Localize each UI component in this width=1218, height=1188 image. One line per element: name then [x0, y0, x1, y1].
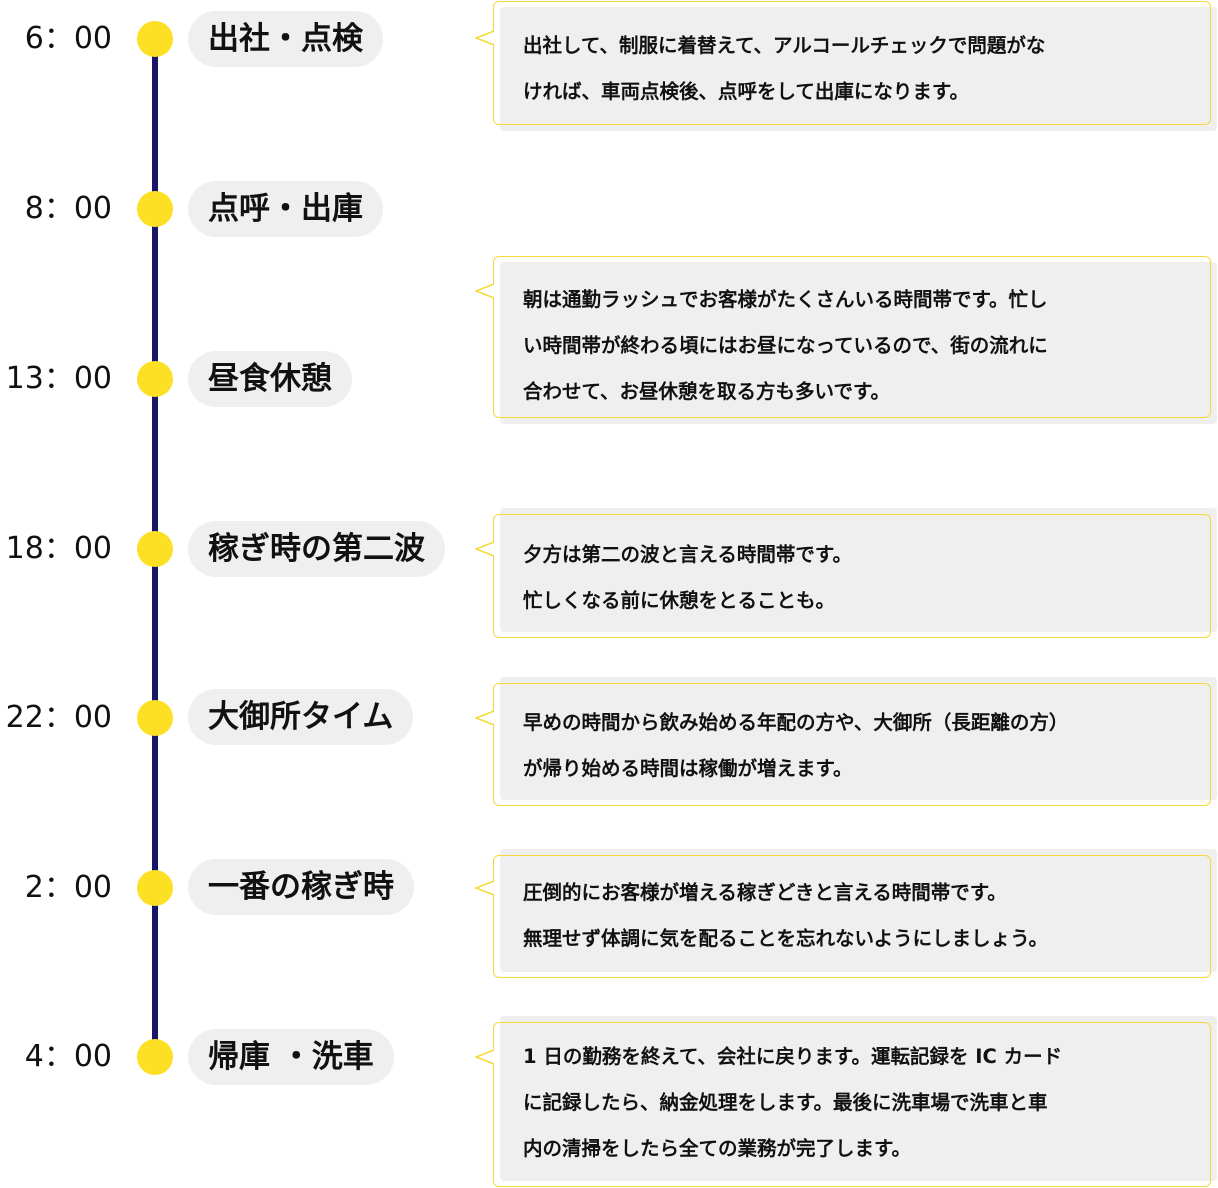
bubble-tail-icon [475, 541, 495, 557]
time-label: 18：00 [5, 531, 112, 566]
description-line: 1 日の勤務を終えて、会社に戻ります。運転記録を IC カード [523, 1045, 1063, 1068]
timeline-dot-icon [137, 191, 173, 227]
bubble-tail-icon [475, 283, 495, 299]
timeline-dot-icon [137, 21, 173, 57]
description-bubble: 圧倒的にお客様が増える稼ぎどきと言える時間帯です。 無理せず体調に気を配ることを… [475, 849, 1217, 978]
description-line: 出社して、制服に着替えて、アルコールチェックで問題がな [523, 34, 1046, 57]
description-line: 夕方は第二の波と言える時間帯です。 [523, 543, 852, 566]
description-text: 朝は通勤ラッシュでお客様がたくさんいる時間帯です。忙し い時間帯が終わる頃にはお… [523, 277, 1203, 415]
step-title-pill: 大御所タイム [188, 689, 414, 745]
bubble-background [500, 677, 1217, 800]
step-title-pill: 帰庫 ・洗車 [188, 1029, 394, 1085]
bubble-tail-icon [475, 1049, 495, 1065]
description-line: ければ、車両点検後、点呼をして出庫になります。 [523, 80, 969, 103]
time-label: 8：00 [24, 191, 112, 226]
description-line: 朝は通勤ラッシュでお客様がたくさんいる時間帯です。忙し [523, 288, 1048, 311]
time-label: 22：00 [5, 700, 112, 735]
step-title-pill: 点呼・出庫 [188, 181, 383, 237]
bubble-border [493, 855, 1211, 978]
time-label: 13：00 [5, 361, 112, 396]
step-title-pill: 昼食休憩 [188, 351, 352, 407]
bubble-tail-icon [475, 30, 495, 46]
timeline-dot-icon [137, 870, 173, 906]
time-label: 2：00 [24, 870, 112, 905]
description-text: 夕方は第二の波と言える時間帯です。 忙しくなる前に休憩をとることも。 [523, 532, 1203, 624]
description-line: が帰り始める時間は稼働が増えます。 [523, 757, 853, 780]
description-line: 内の清掃をしたら全ての業務が完了します。 [523, 1137, 912, 1160]
description-bubble: 出社して、制服に着替えて、アルコールチェックで問題がな ければ、車両点検後、点呼… [475, 1, 1217, 131]
bubble-tail-icon [475, 880, 495, 896]
timeline-dot-icon [137, 1039, 173, 1075]
description-line: 合わせて、お昼休憩を取る方も多いです。 [523, 380, 890, 403]
bubble-background [500, 508, 1217, 632]
timeline-dot-icon [137, 531, 173, 567]
description-text: 圧倒的にお客様が増える稼ぎどきと言える時間帯です。 無理せず体調に気を配ることを… [523, 870, 1203, 962]
description-text: 1 日の勤務を終えて、会社に戻ります。運転記録を IC カード に記録したら、納… [523, 1034, 1203, 1172]
description-line: に記録したら、納金処理をします。最後に洗車場で洗車と車 [523, 1091, 1048, 1114]
description-line: い時間帯が終わる頃にはお昼になっているので、街の流れに [523, 334, 1048, 357]
bubble-background [500, 262, 1217, 424]
bubble-background [500, 1016, 1217, 1181]
description-bubble: 1 日の勤務を終えて、会社に戻ります。運転記録を IC カード に記録したら、納… [475, 1016, 1217, 1187]
bubble-border [493, 1022, 1211, 1187]
description-line: 無理せず体調に気を配ることを忘れないようにしましょう。 [523, 927, 1048, 950]
timeline-dot-icon [137, 361, 173, 397]
bubble-border [493, 683, 1211, 806]
timeline-dot-icon [137, 700, 173, 736]
bubble-border [493, 514, 1211, 638]
step-title-pill: 稼ぎ時の第二波 [188, 521, 445, 577]
description-bubble: 朝は通勤ラッシュでお客様がたくさんいる時間帯です。忙し い時間帯が終わる頃にはお… [475, 256, 1217, 424]
bubble-background [500, 7, 1217, 131]
bubble-background [500, 849, 1217, 972]
bubble-tail-icon [475, 710, 495, 726]
description-line: 圧倒的にお客様が増える稼ぎどきと言える時間帯です。 [523, 881, 1007, 904]
bubble-border [493, 256, 1211, 418]
time-label: 6：00 [24, 21, 112, 56]
time-label: 4：00 [24, 1039, 112, 1074]
step-title-pill: 出社・点検 [188, 11, 383, 67]
description-line: 忙しくなる前に休憩をとることも。 [523, 589, 836, 612]
description-line: 早めの時間から飲み始める年配の方や、大御所（長距離の方） [523, 711, 1069, 734]
description-bubble: 夕方は第二の波と言える時間帯です。 忙しくなる前に休憩をとることも。 [475, 508, 1217, 638]
step-title-pill: 一番の稼ぎ時 [188, 859, 414, 915]
bubble-border [493, 1, 1211, 125]
description-text: 出社して、制服に着替えて、アルコールチェックで問題がな ければ、車両点検後、点呼… [523, 23, 1203, 115]
description-text: 早めの時間から飲み始める年配の方や、大御所（長距離の方） が帰り始める時間は稼働… [523, 700, 1203, 792]
description-bubble: 早めの時間から飲み始める年配の方や、大御所（長距離の方） が帰り始める時間は稼働… [475, 677, 1217, 806]
